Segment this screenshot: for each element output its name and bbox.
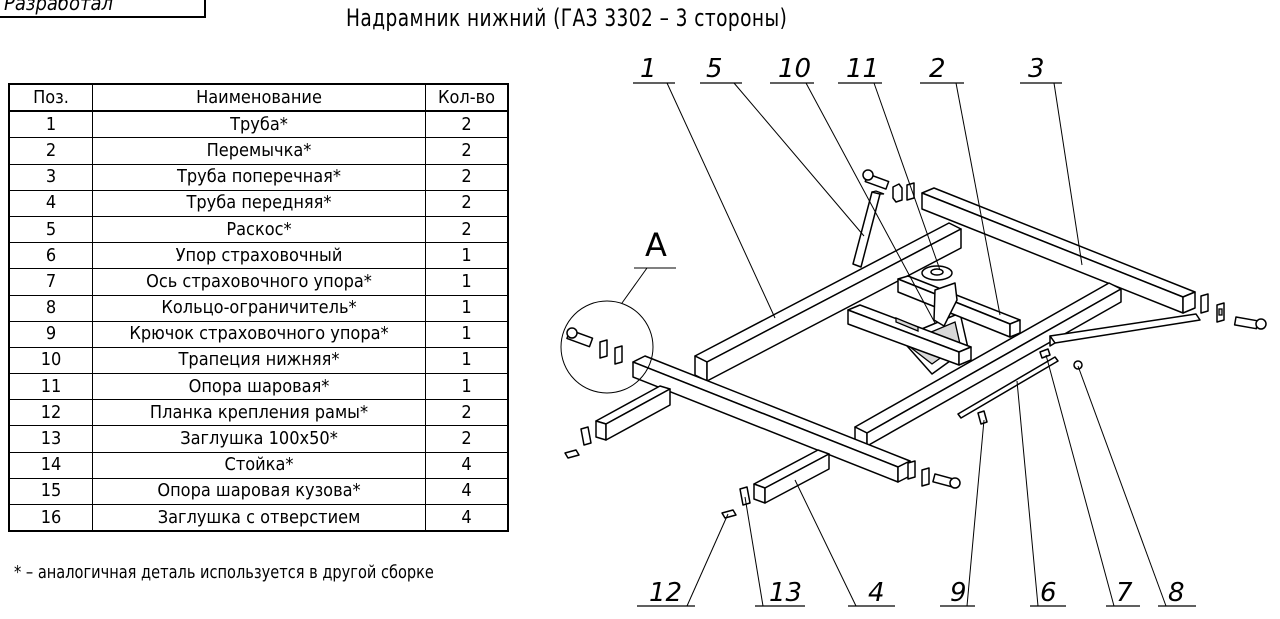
callout-11: 11 — [846, 54, 879, 84]
callout-8: 8 — [1168, 578, 1185, 608]
end-cap-front-right — [907, 460, 916, 480]
cell-position: 14 — [8, 451, 93, 479]
tube-front-4 — [753, 449, 830, 504]
hook-9 — [977, 410, 988, 425]
ring-8 — [1073, 360, 1083, 370]
cell-quantity: 4 — [425, 477, 509, 506]
tube-front-left — [632, 355, 911, 483]
cell-position: 1 — [8, 110, 93, 139]
bridge-2-back — [897, 275, 1021, 338]
plate-right — [1216, 302, 1225, 323]
cell-name: Опора шаровая кузова* — [92, 477, 426, 506]
cell-name: Упор страховочный — [92, 242, 426, 270]
cell-name: Раскос* — [92, 215, 426, 244]
callout-2: 2 — [929, 54, 946, 84]
callout-10: 10 — [778, 54, 811, 84]
end-cap-13-bottom — [739, 486, 751, 506]
bolt-top-left — [862, 169, 890, 190]
cell-quantity: 2 — [425, 189, 509, 217]
cell-name: Заглушка 100x50* — [92, 425, 426, 453]
bolt-front-right — [932, 473, 961, 489]
detail-a-label: А — [645, 226, 667, 264]
detail-a — [560, 267, 676, 394]
cell-position: 16 — [8, 504, 93, 532]
cell-name: Ось страховочного упора* — [92, 268, 426, 296]
callout-13: 13 — [769, 578, 802, 608]
cell-name: Планка крепления рамы* — [92, 399, 426, 427]
axle-7 — [957, 356, 1059, 419]
cell-quantity: 2 — [425, 163, 509, 191]
cell-name: Заглушка с отверстием — [92, 504, 426, 532]
callout-7: 7 — [1116, 578, 1133, 608]
header-name: Наименование — [92, 83, 426, 113]
cell-quantity: 1 — [425, 320, 509, 348]
parts-table-header: Поз. Наименование Кол-во — [8, 83, 509, 113]
callout-9: 9 — [950, 578, 967, 608]
ball-support-11 — [921, 265, 958, 327]
callout-leaders-top — [633, 82, 1083, 324]
cell-name: Трапеция нижняя* — [92, 346, 426, 375]
plate-front-right — [921, 467, 930, 487]
bolt-right — [1233, 316, 1267, 330]
cell-name: Стойка* — [92, 451, 426, 479]
brace-5-right — [1049, 313, 1201, 347]
plate-12-left — [564, 449, 580, 459]
callouts-bottom: 12 13 4 9 6 7 8 — [649, 578, 1185, 608]
cell-name: Кольцо-ограничитель* — [92, 294, 426, 322]
cell-name: Перемычка* — [92, 137, 426, 165]
cell-name: Труба поперечная* — [92, 163, 426, 191]
callouts-top: 1 5 10 11 2 3 — [640, 54, 1045, 84]
callout-5: 5 — [706, 54, 723, 84]
end-cap-right — [1200, 293, 1209, 314]
cell-position: 4 — [8, 189, 93, 217]
tube-1 — [694, 222, 962, 382]
stamp-field: Разработал — [0, 0, 206, 18]
brace-5 — [852, 190, 885, 268]
cell-quantity: 1 — [425, 268, 509, 296]
cell-quantity: 4 — [425, 504, 509, 532]
cell-position: 7 — [8, 268, 93, 296]
cell-quantity: 2 — [425, 137, 509, 165]
bridge-2-front — [847, 304, 972, 366]
header-position: Поз. — [8, 83, 93, 113]
footnote: * – аналогичная деталь используется в др… — [14, 562, 434, 583]
callout-3: 3 — [1028, 54, 1045, 84]
end-cap-3a — [906, 182, 915, 201]
callout-4: 4 — [868, 578, 885, 608]
tube-3 — [921, 187, 1196, 314]
cell-position: 15 — [8, 477, 93, 506]
callout-1: 1 — [640, 54, 657, 84]
stand-14-left — [595, 385, 671, 441]
header-quantity: Кол-во — [425, 83, 509, 113]
cell-quantity: 1 — [425, 242, 509, 270]
stop-6 — [1039, 348, 1051, 359]
callout-6: 6 — [1040, 578, 1057, 608]
callout-12: 12 — [649, 578, 682, 608]
end-cap-13-left — [580, 426, 592, 446]
cell-quantity: 2 — [425, 425, 509, 453]
cell-name: Труба передняя* — [92, 189, 426, 217]
cell-quantity: 2 — [425, 399, 509, 427]
drawing-title: Надрамник нижний (ГАЗ 3302 – 3 стороны) — [346, 4, 788, 32]
cell-quantity: 2 — [425, 110, 509, 139]
callout-leaders-bottom — [637, 354, 1196, 607]
plate-12-bottom — [721, 509, 737, 519]
ball-support-body-top — [892, 183, 903, 203]
